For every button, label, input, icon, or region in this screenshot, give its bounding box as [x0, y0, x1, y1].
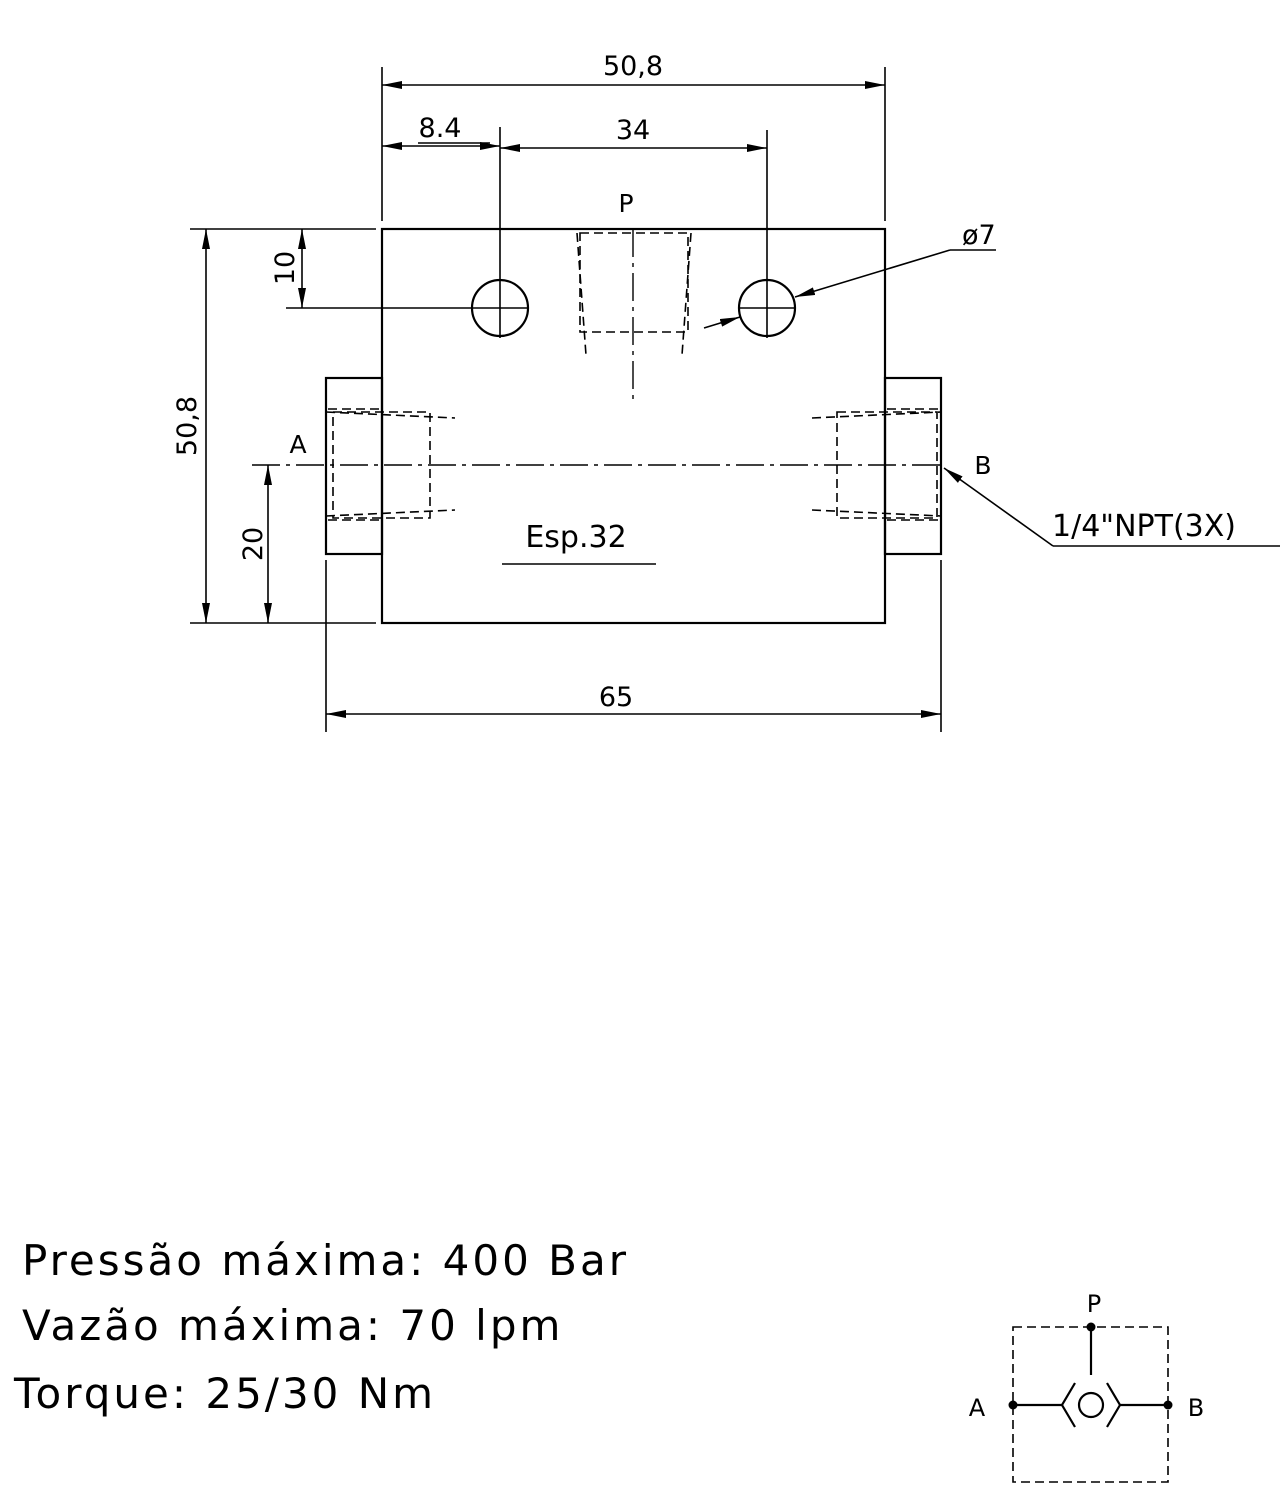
spec-torque: Torque: 25/30 Nm [13, 1369, 436, 1418]
thread-callout: 1/4"NPT(3X) [943, 467, 1280, 547]
dim-port-height: 20 [238, 465, 272, 623]
symbol-p-label: P [1087, 1290, 1101, 1318]
dim-overall-width: 65 [325, 560, 942, 732]
mounting-hole-right [737, 130, 797, 338]
dim-height-label: 50,8 [172, 396, 203, 456]
dim-hole-offset-x: 8.4 [382, 113, 500, 150]
symbol-b-label: B [1188, 1394, 1204, 1422]
dim-top-width: 50,8 [381, 51, 886, 221]
spec-flow: Vazão máxima: 70 lpm [22, 1301, 563, 1350]
dim-hole-spacing: 34 [500, 115, 767, 152]
dim-hole-offset-x-label: 8.4 [419, 113, 462, 144]
port-b-label: B [974, 451, 991, 480]
hole-diameter-callout: ø7 [703, 220, 996, 329]
right-boss [883, 376, 943, 556]
dim-overall-width-label: 65 [599, 682, 633, 713]
hole-diameter-label: ø7 [962, 220, 996, 251]
thickness-label: Esp.32 [525, 520, 626, 555]
mounting-hole-left [286, 127, 530, 338]
port-p-label: P [618, 189, 633, 218]
specifications: Pressão máxima: 400 Bar Vazão máxima: 70… [13, 1236, 629, 1418]
dim-height: 50,8 [172, 228, 376, 624]
symbol-a-label: A [969, 1394, 986, 1422]
spec-pressure: Pressão máxima: 400 Bar [22, 1236, 629, 1285]
dim-top-width-label: 50,8 [603, 51, 663, 82]
dim-hole-offset-y-label: 10 [270, 251, 301, 285]
thickness-note: Esp.32 [502, 520, 656, 565]
shuttle-valve-symbol: P A B [969, 1290, 1204, 1483]
port-p-thread [576, 229, 692, 405]
dim-port-height-label: 20 [238, 527, 269, 561]
dim-hole-offset-y: 10 [270, 229, 306, 308]
port-a-label: A [289, 430, 306, 459]
dim-hole-spacing-label: 34 [616, 115, 650, 146]
left-boss [324, 376, 384, 556]
thread-label: 1/4"NPT(3X) [1052, 509, 1236, 544]
